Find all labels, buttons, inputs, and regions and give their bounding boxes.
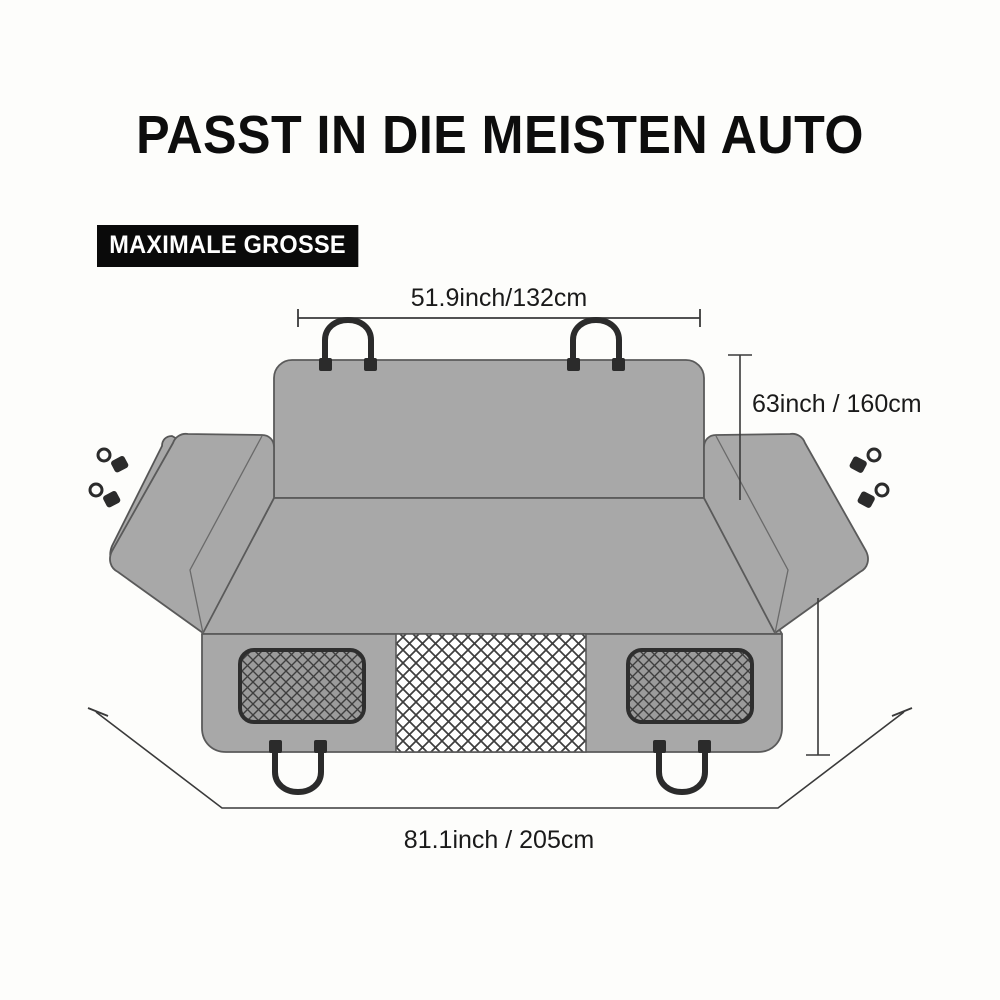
dimension-top-width: 51.9inch/132cm bbox=[297, 284, 701, 327]
handle-strap-top-right bbox=[567, 316, 625, 371]
dimension-label-right-height: 63inch / 160cm bbox=[752, 390, 922, 418]
left-flap-clip-upper bbox=[96, 447, 129, 473]
dimension-label-bottom-width: 81.1inch / 205cm bbox=[404, 826, 594, 854]
left-flap bbox=[109, 432, 275, 634]
status-badge: MAXIMALE GROSSE bbox=[97, 225, 359, 267]
dimension-bottom-width: 81.1inch / 205cm bbox=[87, 707, 913, 854]
right-flap-clip-upper bbox=[849, 447, 882, 473]
handle-strap-bottom-right bbox=[653, 740, 711, 796]
right-flap-clip-lower bbox=[857, 482, 890, 508]
dimension-label-top-width: 51.9inch/132cm bbox=[411, 284, 588, 312]
handle-strap-bottom-left bbox=[269, 740, 327, 796]
mesh-storage-pocket-right bbox=[626, 648, 754, 724]
mesh-storage-pocket-left bbox=[238, 648, 366, 724]
page-title: PASST IN DIE MEISTEN AUTO bbox=[136, 105, 864, 165]
left-flap-clip-lower bbox=[88, 482, 121, 508]
seat-panel bbox=[201, 497, 783, 635]
handle-strap-top-left bbox=[319, 316, 377, 371]
backrest-panel bbox=[273, 359, 705, 499]
mesh-visibility-window bbox=[395, 633, 587, 753]
dimension-right-height: 63inch / 160cm bbox=[728, 354, 922, 756]
